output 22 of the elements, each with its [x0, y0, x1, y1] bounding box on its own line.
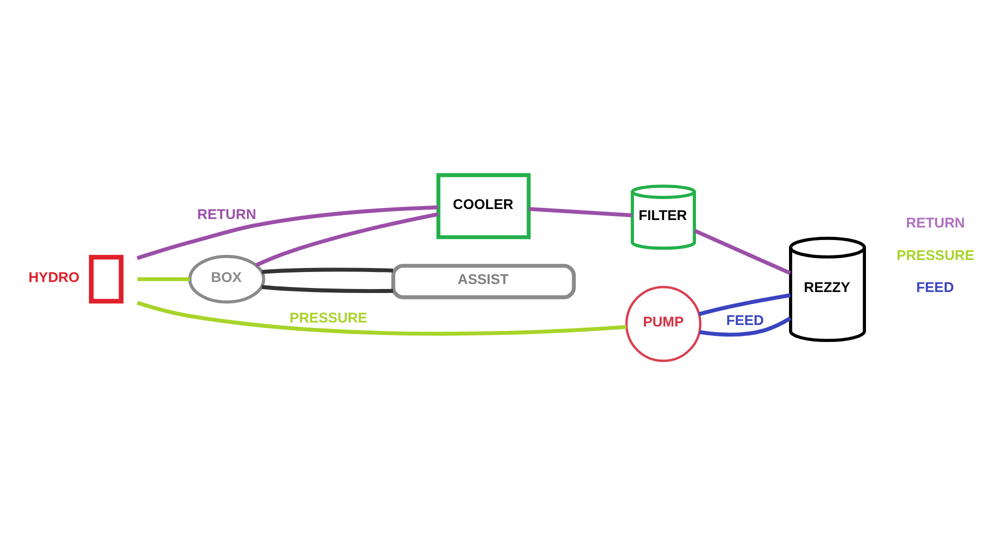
node-label: HYDRO — [28, 268, 80, 285]
node-circle: PUMP — [625, 286, 702, 362]
legend-label: FEED — [916, 279, 954, 296]
node-ellipse: BOX — [188, 254, 266, 304]
connector — [262, 285, 394, 293]
connector — [262, 268, 394, 274]
edge-label: FEED — [726, 312, 764, 328]
connector — [137, 277, 190, 282]
connector — [699, 316, 792, 337]
edge-label: PRESSURE — [290, 310, 368, 326]
connector — [255, 212, 439, 267]
edge-label: RETURN — [197, 206, 256, 222]
connector — [698, 293, 791, 316]
legend-label: PRESSURE — [896, 246, 974, 263]
node-box — [88, 254, 124, 304]
connector — [136, 205, 438, 260]
legend-label: RETURN — [906, 214, 965, 231]
connector — [136, 300, 626, 336]
connector — [528, 206, 632, 218]
node-box: ASSIST — [391, 264, 576, 300]
node-box: COOLER — [436, 173, 531, 240]
connector — [694, 228, 792, 276]
